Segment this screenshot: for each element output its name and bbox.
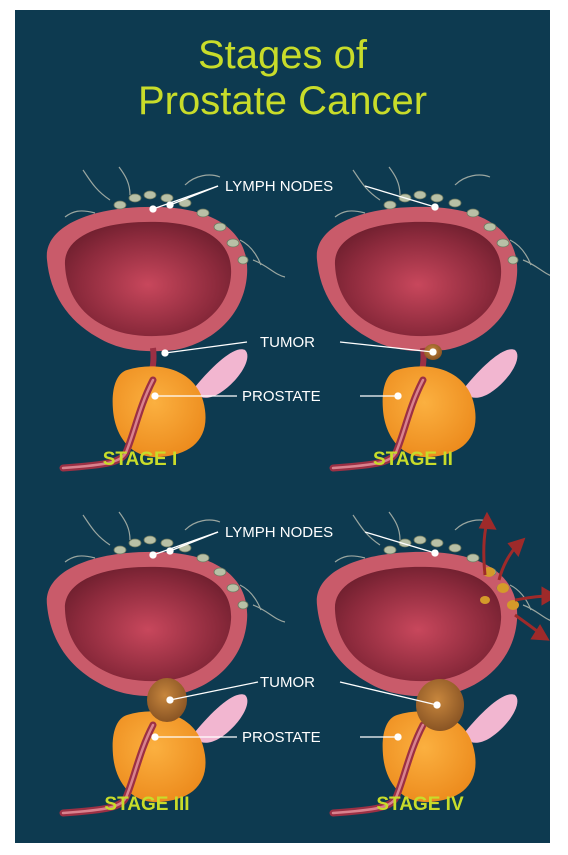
organ-stage-3	[47, 512, 285, 813]
stages-illustration: LYMPH NODES TUMOR PROSTATE LYMPH NODES T…	[15, 10, 550, 843]
label-lymph-nodes-bottom: LYMPH NODES	[225, 524, 333, 541]
stage-4-title: STAGE IV	[376, 794, 464, 815]
organ-stage-4	[317, 512, 550, 813]
stage-2-title: STAGE II	[373, 449, 453, 470]
label-prostate-top: PROSTATE	[242, 388, 321, 405]
stage-1-title: STAGE I	[103, 449, 178, 470]
label-lymph-nodes-top: LYMPH NODES	[225, 178, 333, 195]
label-tumor-top: TUMOR	[260, 334, 315, 351]
organ-stage-1	[47, 167, 285, 468]
label-tumor-bottom: TUMOR	[260, 674, 315, 691]
organ-stage-2	[317, 167, 550, 468]
diagram-panel: Stages of Prostate Cancer	[15, 10, 550, 843]
stage-3-title: STAGE III	[104, 794, 189, 815]
label-prostate-bottom: PROSTATE	[242, 729, 321, 746]
